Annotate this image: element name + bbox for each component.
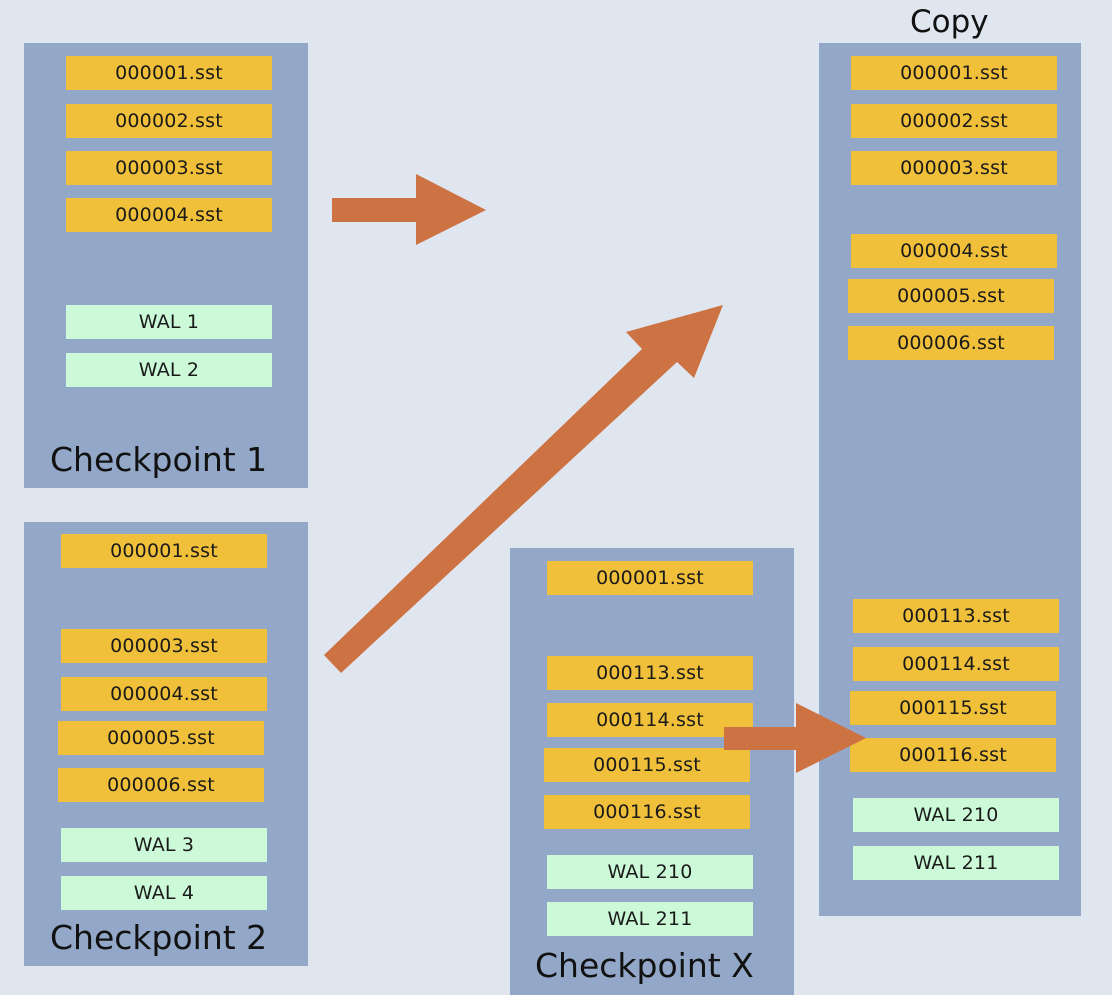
sst-file: 000006.sst — [848, 326, 1054, 360]
sst-file: 000001.sst — [547, 561, 753, 595]
wal-file: WAL 2 — [66, 353, 272, 387]
wal-file: WAL 3 — [61, 828, 267, 862]
sst-file: 000003.sst — [851, 151, 1057, 185]
copy-title: Copy — [910, 4, 989, 40]
sst-file: 000114.sst — [853, 647, 1059, 681]
wal-file: WAL 211 — [547, 902, 753, 936]
sst-file: 000114.sst — [547, 703, 753, 737]
sst-file: 000003.sst — [66, 151, 272, 185]
sst-file: 000001.sst — [61, 534, 267, 568]
sst-file: 000115.sst — [850, 691, 1056, 725]
sst-file: 000004.sst — [851, 234, 1057, 268]
sst-file: 000005.sst — [848, 279, 1054, 313]
wal-file: WAL 4 — [61, 876, 267, 910]
wal-file: WAL 210 — [853, 798, 1059, 832]
sst-file: 000116.sst — [850, 738, 1056, 772]
copy-arrow — [332, 174, 486, 245]
sst-file: 000005.sst — [58, 721, 264, 755]
checkpoint-1-title: Checkpoint 1 — [50, 440, 268, 479]
sst-file: 000113.sst — [853, 599, 1059, 633]
wal-file: WAL 210 — [547, 855, 753, 889]
sst-file: 000001.sst — [851, 56, 1057, 90]
sst-file: 000001.sst — [66, 56, 272, 90]
sst-file: 000116.sst — [544, 795, 750, 829]
sst-file: 000115.sst — [544, 748, 750, 782]
checkpoint-2-title: Checkpoint 2 — [50, 918, 268, 957]
checkpoint-x-title: Checkpoint X — [535, 946, 754, 985]
sst-file: 000002.sst — [851, 104, 1057, 138]
sst-file: 000113.sst — [547, 656, 753, 690]
sst-file: 000004.sst — [66, 198, 272, 232]
sst-file: 000003.sst — [61, 629, 267, 663]
wal-file: WAL 211 — [853, 846, 1059, 880]
sst-file: 000002.sst — [66, 104, 272, 138]
sst-file: 000006.sst — [58, 768, 264, 802]
sst-file: 000004.sst — [61, 677, 267, 711]
wal-file: WAL 1 — [66, 305, 272, 339]
